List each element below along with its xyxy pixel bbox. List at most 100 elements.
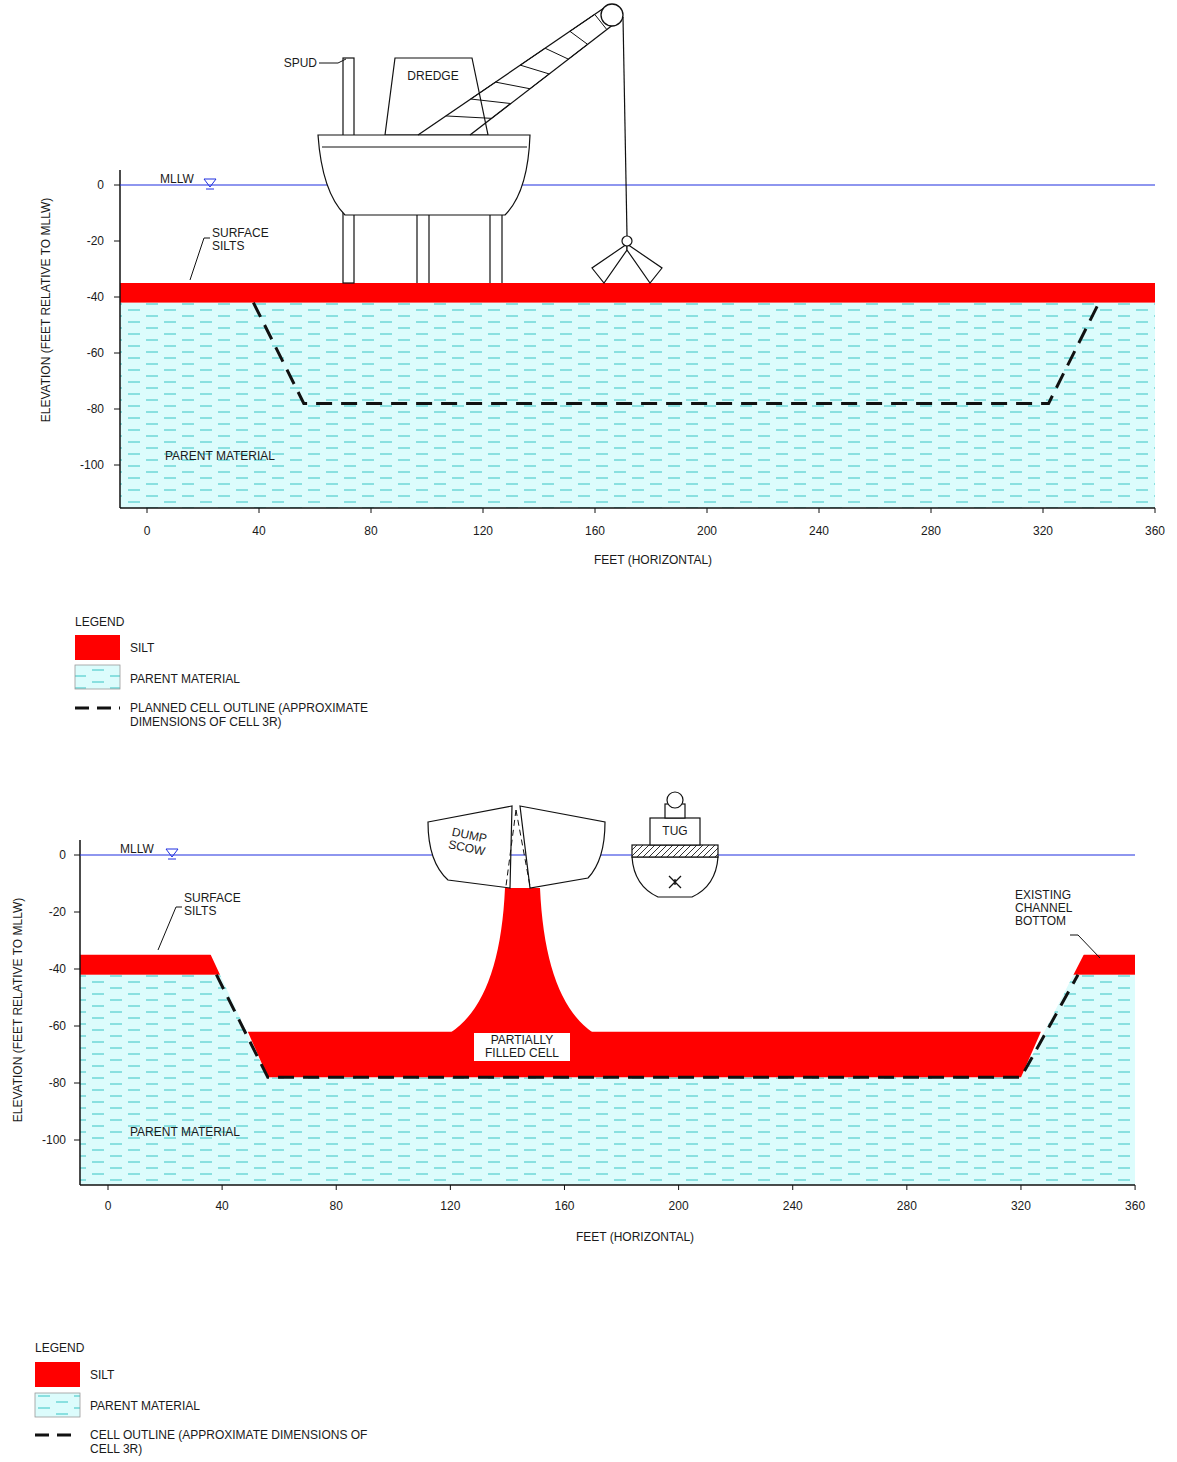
placed-silt [248,1032,1041,1078]
tick-label: 40 [215,1200,228,1213]
y-tick [74,912,80,913]
legend-text: PLANNED CELL OUTLINE (APPROXIMATE DIMENS… [130,701,420,729]
tick-label: 280 [897,1200,917,1213]
x-tick [147,508,148,513]
legend-text: SILT [90,1368,390,1382]
dump-scow [428,806,512,888]
x-tick [819,508,820,513]
legend-text: PARENT MATERIAL [90,1399,390,1413]
water-symbol [168,859,176,860]
clamshell-bucket [592,244,627,283]
y-tick [74,1140,80,1141]
legend-text: SILT [130,641,430,655]
leader-line [190,238,210,280]
tick-label: 240 [783,1200,803,1213]
tick-label: 320 [1033,525,1053,538]
tick-label: 160 [585,525,605,538]
legend-swatch [75,635,120,660]
legend-line-sample [75,707,120,710]
legend-swatch [35,1362,80,1387]
tick-label: 200 [669,1200,689,1213]
x-tick [1155,508,1156,513]
boom-lattice [471,82,496,99]
tick-label: -80 [49,1077,66,1090]
tick-label: -100 [80,459,104,472]
tick-label: -60 [49,1020,66,1033]
tick-label: 160 [554,1200,574,1213]
x-tick [564,1185,565,1190]
boom-lattice [570,31,588,44]
tick-label: 120 [473,525,493,538]
tick-label: -20 [87,235,104,248]
mllw-line [120,184,1155,185]
tug-hull [632,857,718,897]
x-tick [906,1185,907,1190]
parent-material [120,303,1155,508]
y-tick [114,465,120,466]
boom-lattice [492,104,511,119]
tick-label: 200 [697,525,717,538]
axis-title: ELEVATION (FEET RELATIVE TO MLLW) [12,898,25,1123]
material-label: PARENT MATERIAL [165,450,275,463]
y-tick [114,185,120,186]
datum-label: MLLW [160,173,194,186]
y-tick [74,1083,80,1084]
tick-label: 0 [97,179,104,192]
x-axis [120,507,1155,509]
callout-label: SURFACE SILTS [184,892,246,918]
tug-deck [632,845,718,857]
x-tick [678,1185,679,1190]
vessel-label: DREDGE [407,70,458,83]
tick-label: 0 [105,1200,112,1213]
tick-label: -40 [87,291,104,304]
water-symbol [204,179,216,187]
clamshell-hinge [622,236,632,246]
x-tick [707,508,708,513]
axis-title: FEET (HORIZONTAL) [594,554,712,567]
tug-propeller [669,876,681,888]
y-tick [74,969,80,970]
surface-silt [120,283,1155,303]
legend-pattern-sample [75,665,120,689]
boom-chord [470,24,614,135]
boom-lattice [530,74,549,89]
boom-lattice [570,14,595,31]
x-tick [931,508,932,513]
legend-line-sample [35,1434,78,1437]
planned-cell-outline [253,303,1099,404]
y-tick [74,855,80,856]
tick-label: 360 [1125,1200,1145,1213]
callout-label: SPUD [284,57,317,70]
y-axis [79,840,81,1185]
legend-heading: LEGEND [35,1342,84,1355]
x-tick [595,508,596,513]
y-axis [119,170,121,508]
tick-label: 320 [1011,1200,1031,1213]
tick-label: -60 [87,347,104,360]
vessel-label: TUG [662,825,687,838]
tick-label: 280 [921,525,941,538]
tick-label: 0 [59,849,66,862]
crane-cable [623,17,627,236]
x-tick [483,508,484,513]
tick-label: 80 [330,1200,343,1213]
callout-label: EXISTING CHANNEL BOTTOM [1015,889,1077,928]
datum-label: MLLW [120,843,154,856]
x-tick [371,508,372,513]
leader-line [319,59,346,63]
x-tick [1135,1185,1136,1190]
tick-label: 120 [440,1200,460,1213]
legend-pattern-sample [35,1393,80,1417]
dredge-deck [322,147,527,148]
x-tick [450,1185,451,1190]
axis-title: ELEVATION (FEET RELATIVE TO MLLW) [40,198,53,423]
tug-cabin [650,818,700,845]
y-tick [74,1026,80,1027]
x-axis [80,1184,1135,1186]
scow-hinge [506,810,516,886]
legend-text: CELL OUTLINE (APPROXIMATE DIMENSIONS OF … [90,1428,380,1456]
x-tick [1020,1185,1021,1190]
dredge-leg [489,210,490,283]
silt-plume [450,888,593,1033]
tick-label: -20 [49,906,66,919]
